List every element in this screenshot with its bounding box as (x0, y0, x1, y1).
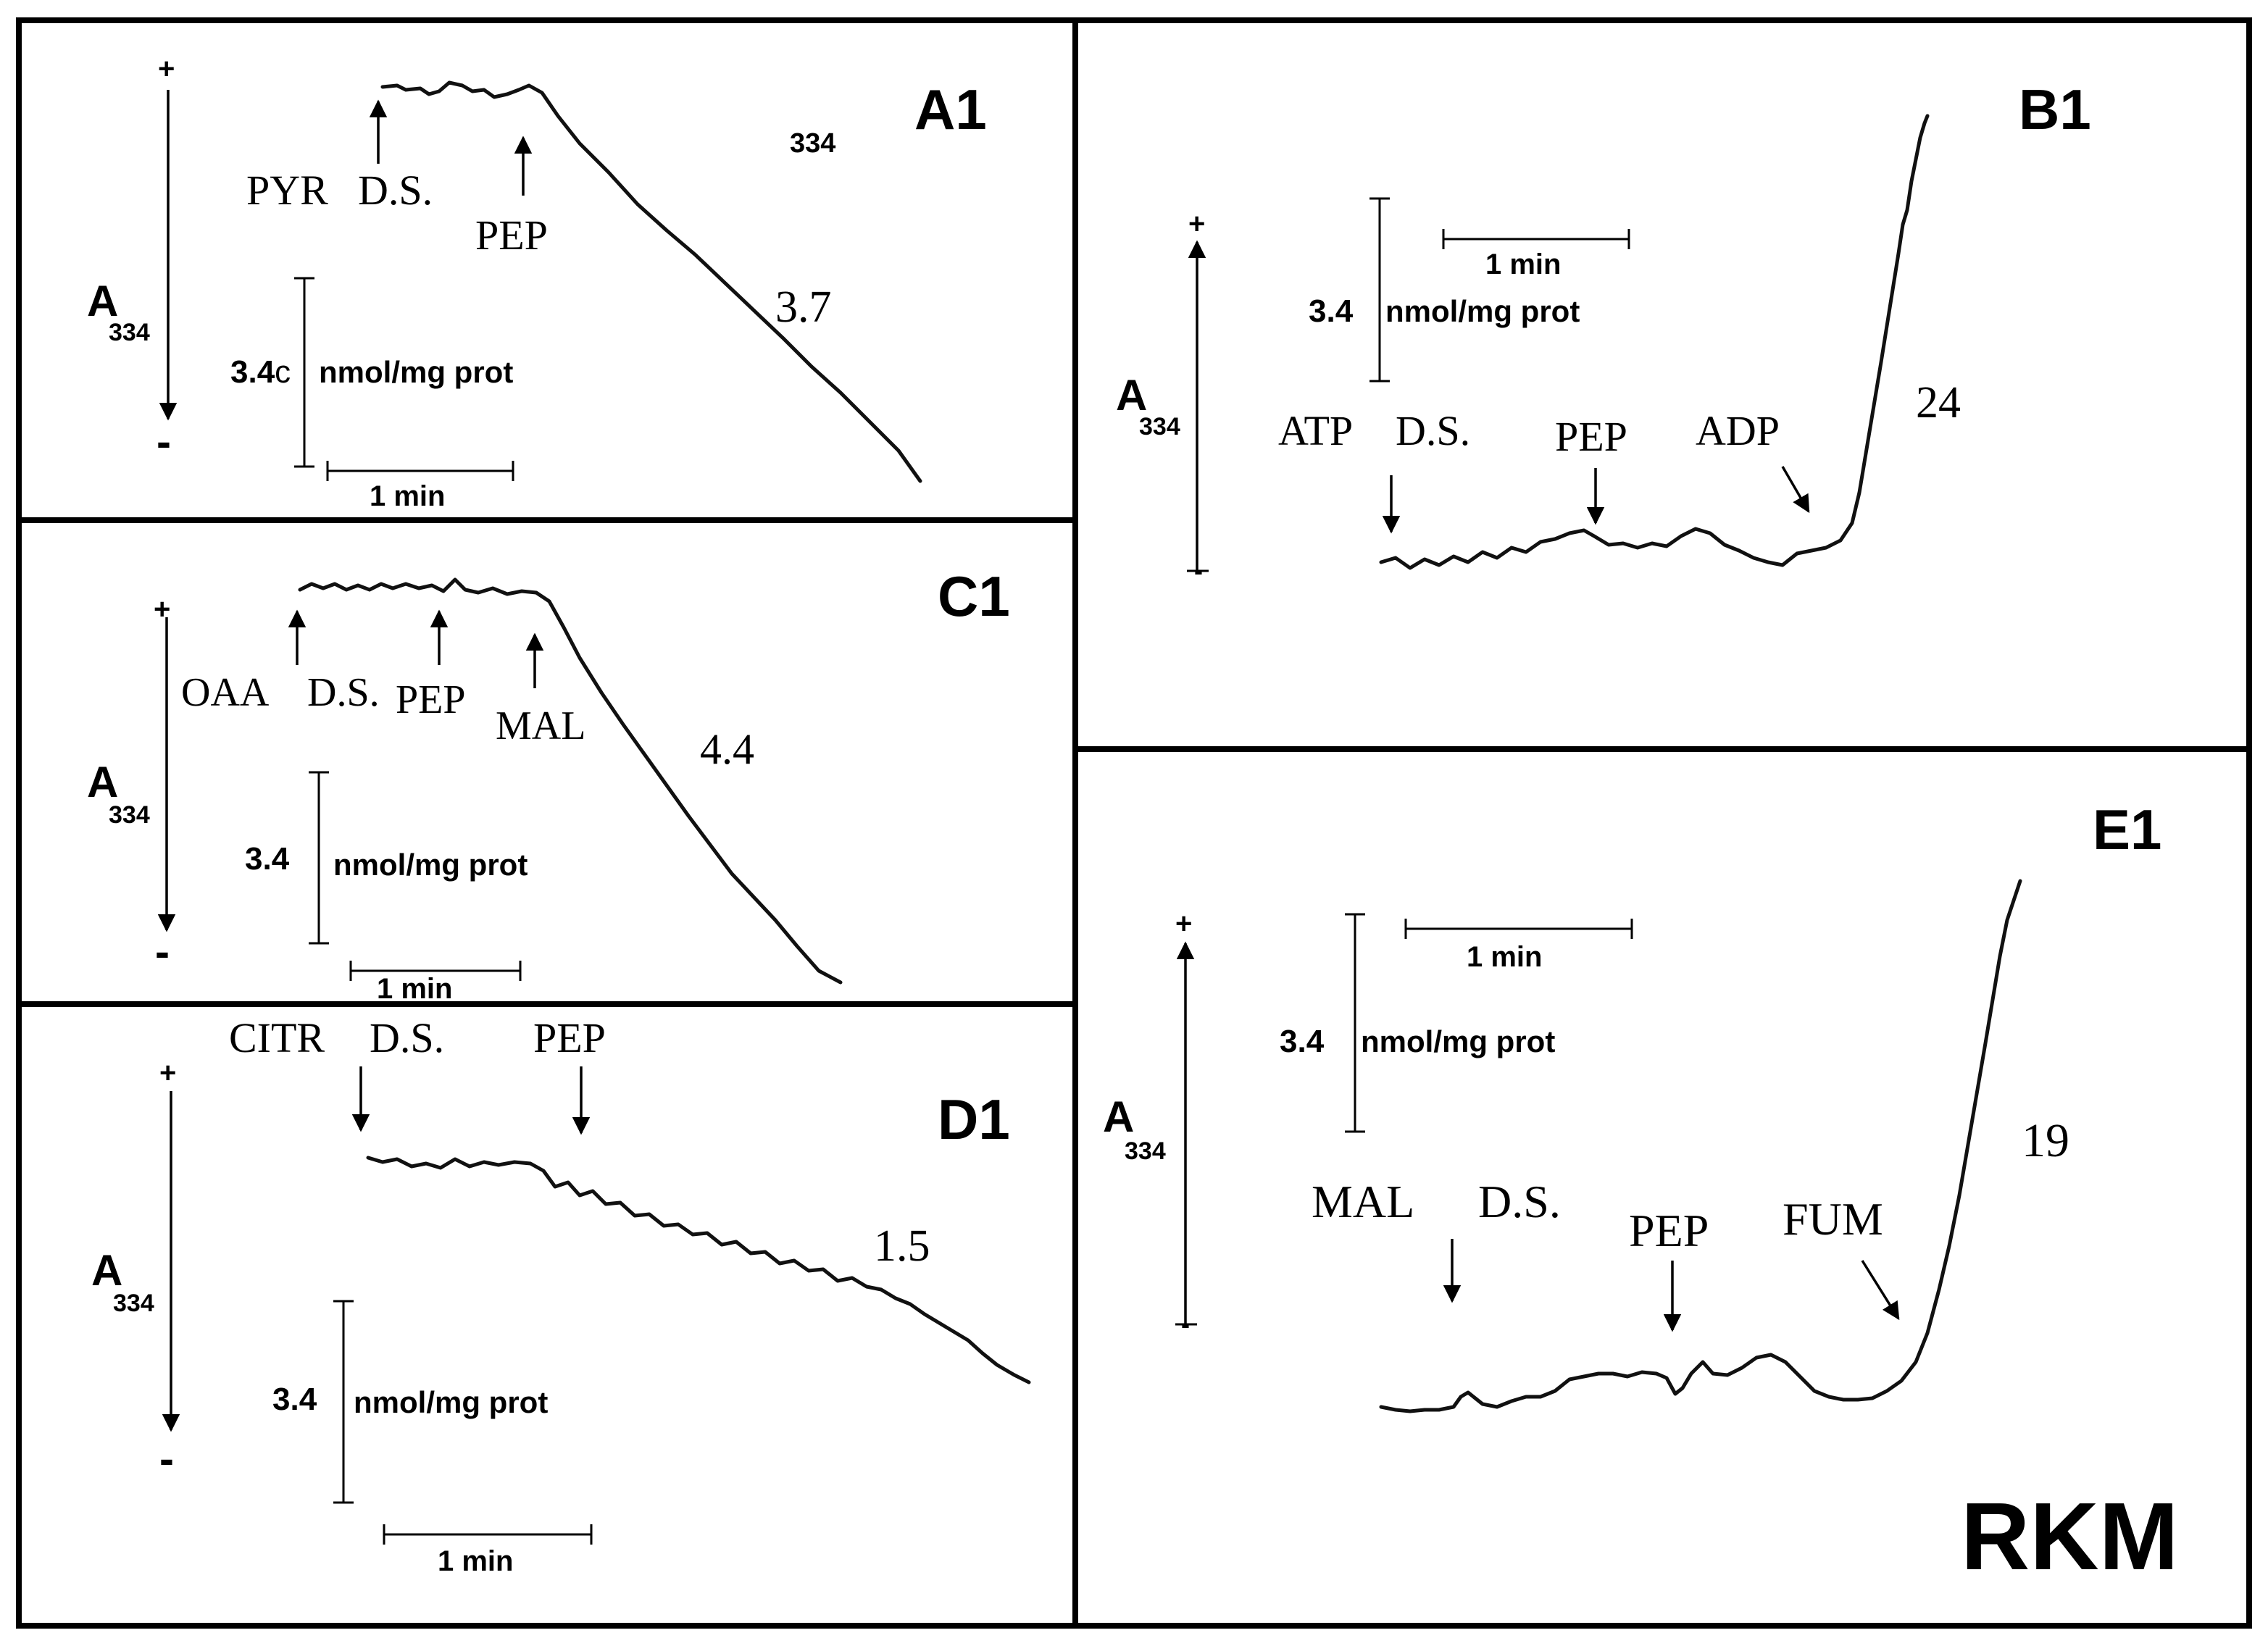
y-axis-plus: + (1188, 208, 1205, 240)
y-axis-label: A (1103, 1093, 1134, 1141)
rate-value: 4.4 (700, 725, 754, 773)
addition-label-atp: ATP (1278, 407, 1353, 454)
addition-label-adp: ADP (1696, 407, 1780, 454)
absorbance-trace (380, 80, 922, 483)
addition-label-mal: MAL (496, 703, 585, 748)
addition-label-ds: D.S. (358, 167, 433, 214)
scale-value: 3.4c (230, 354, 291, 390)
addition-label-ds: D.S. (1396, 407, 1470, 454)
addition-label-citr: CITR (229, 1014, 325, 1061)
scale-unit: nmol/mg prot (1385, 294, 1580, 328)
addition-arrow-adp (1781, 466, 1810, 514)
scale-value: 3.4 (272, 1382, 317, 1417)
scale-unit: nmol/mg prot (354, 1385, 548, 1419)
panel-label: B1 (2019, 78, 2091, 141)
addition-label-pyr: PYR (246, 167, 328, 214)
addition-label-pep: PEP (1629, 1205, 1709, 1256)
scale-value: 3.4 (1280, 1024, 1325, 1059)
panel-b1: B1 + - A 334 3.4 nmol/mg prot 1 min ATP … (1116, 78, 2091, 585)
addition-label-fum: FUM (1783, 1193, 1883, 1245)
y-axis-subscript: 334 (1125, 1137, 1166, 1165)
y-axis-plus: + (1175, 908, 1192, 940)
y-axis-label: A (91, 1246, 122, 1295)
rate-value: 19 (2022, 1114, 2069, 1167)
scale-stray: c (275, 354, 291, 390)
corner-label: RKM (1961, 1483, 2179, 1589)
panel-label: E1 (2093, 798, 2161, 861)
y-axis-minus: - (1181, 1309, 1190, 1339)
panel-a1: A1 + - A 334 334 3.4c nmol/mg prot 1 min… (87, 53, 987, 512)
addition-label-pep: PEP (396, 677, 466, 722)
absorbance-trace (366, 1156, 1031, 1384)
time-label: 1 min (438, 1545, 513, 1577)
y-axis-plus: + (158, 53, 175, 85)
panel-d1: D1 + - A 334 3.4 nmol/mg prot 1 min CITR… (91, 1014, 1031, 1577)
time-label: 1 min (370, 480, 445, 512)
y-axis-minus: - (159, 1434, 174, 1483)
addition-label-ds: D.S. (370, 1014, 444, 1061)
scale-unit: nmol/mg prot (1361, 1024, 1555, 1058)
addition-arrow-fum (1861, 1260, 1900, 1321)
scale-value: 3.4 (245, 841, 290, 877)
time-label: 1 min (1467, 941, 1542, 973)
addition-label-pep: PEP (533, 1014, 606, 1061)
stray-label: 334 (790, 128, 835, 159)
panel-label: A1 (914, 78, 987, 141)
addition-label-ds: D.S. (307, 670, 380, 715)
time-label: 1 min (1485, 248, 1561, 280)
y-axis-minus: - (155, 927, 170, 976)
y-axis-plus: + (154, 593, 170, 625)
y-axis-label: A (87, 277, 118, 325)
figure-border (16, 17, 2252, 1629)
rate-value: 24 (1916, 378, 1961, 427)
y-axis-label: A (87, 758, 118, 806)
rate-value: 3.7 (775, 283, 832, 332)
addition-label-pep: PEP (1555, 413, 1627, 460)
addition-label-pep: PEP (475, 212, 548, 259)
y-axis-plus: + (159, 1057, 176, 1089)
addition-label-oaa: OAA (181, 670, 270, 715)
scale-unit: nmol/mg prot (319, 355, 513, 389)
panel-e1: E1 + - A 334 3.4 nmol/mg prot 1 min MAL … (1103, 798, 2179, 1589)
panel-label: D1 (938, 1087, 1010, 1151)
absorbance-trace (298, 577, 843, 985)
absorbance-trace (1379, 879, 2022, 1413)
scale-unit: nmol/mg prot (333, 848, 528, 882)
rate-value: 1.5 (874, 1221, 930, 1271)
y-axis-subscript: 334 (109, 319, 150, 346)
y-axis-subscript: 334 (1139, 413, 1180, 440)
panel-label: C1 (938, 564, 1010, 628)
y-axis-minus: - (157, 417, 171, 466)
y-axis-label: A (1116, 371, 1147, 419)
y-axis-subscript: 334 (109, 801, 150, 829)
panel-c1: C1 + - A 334 3.4 nmol/mg prot 1 min OAA … (87, 564, 1010, 1005)
y-axis-subscript: 334 (113, 1290, 154, 1317)
scale-value: 3.4 (1309, 293, 1354, 329)
addition-label-mal: MAL (1312, 1176, 1414, 1227)
absorbance-trace (1379, 114, 1930, 570)
time-label: 1 min (377, 973, 452, 1005)
y-axis-minus: - (1194, 556, 1203, 585)
addition-label-ds: D.S. (1478, 1176, 1561, 1227)
